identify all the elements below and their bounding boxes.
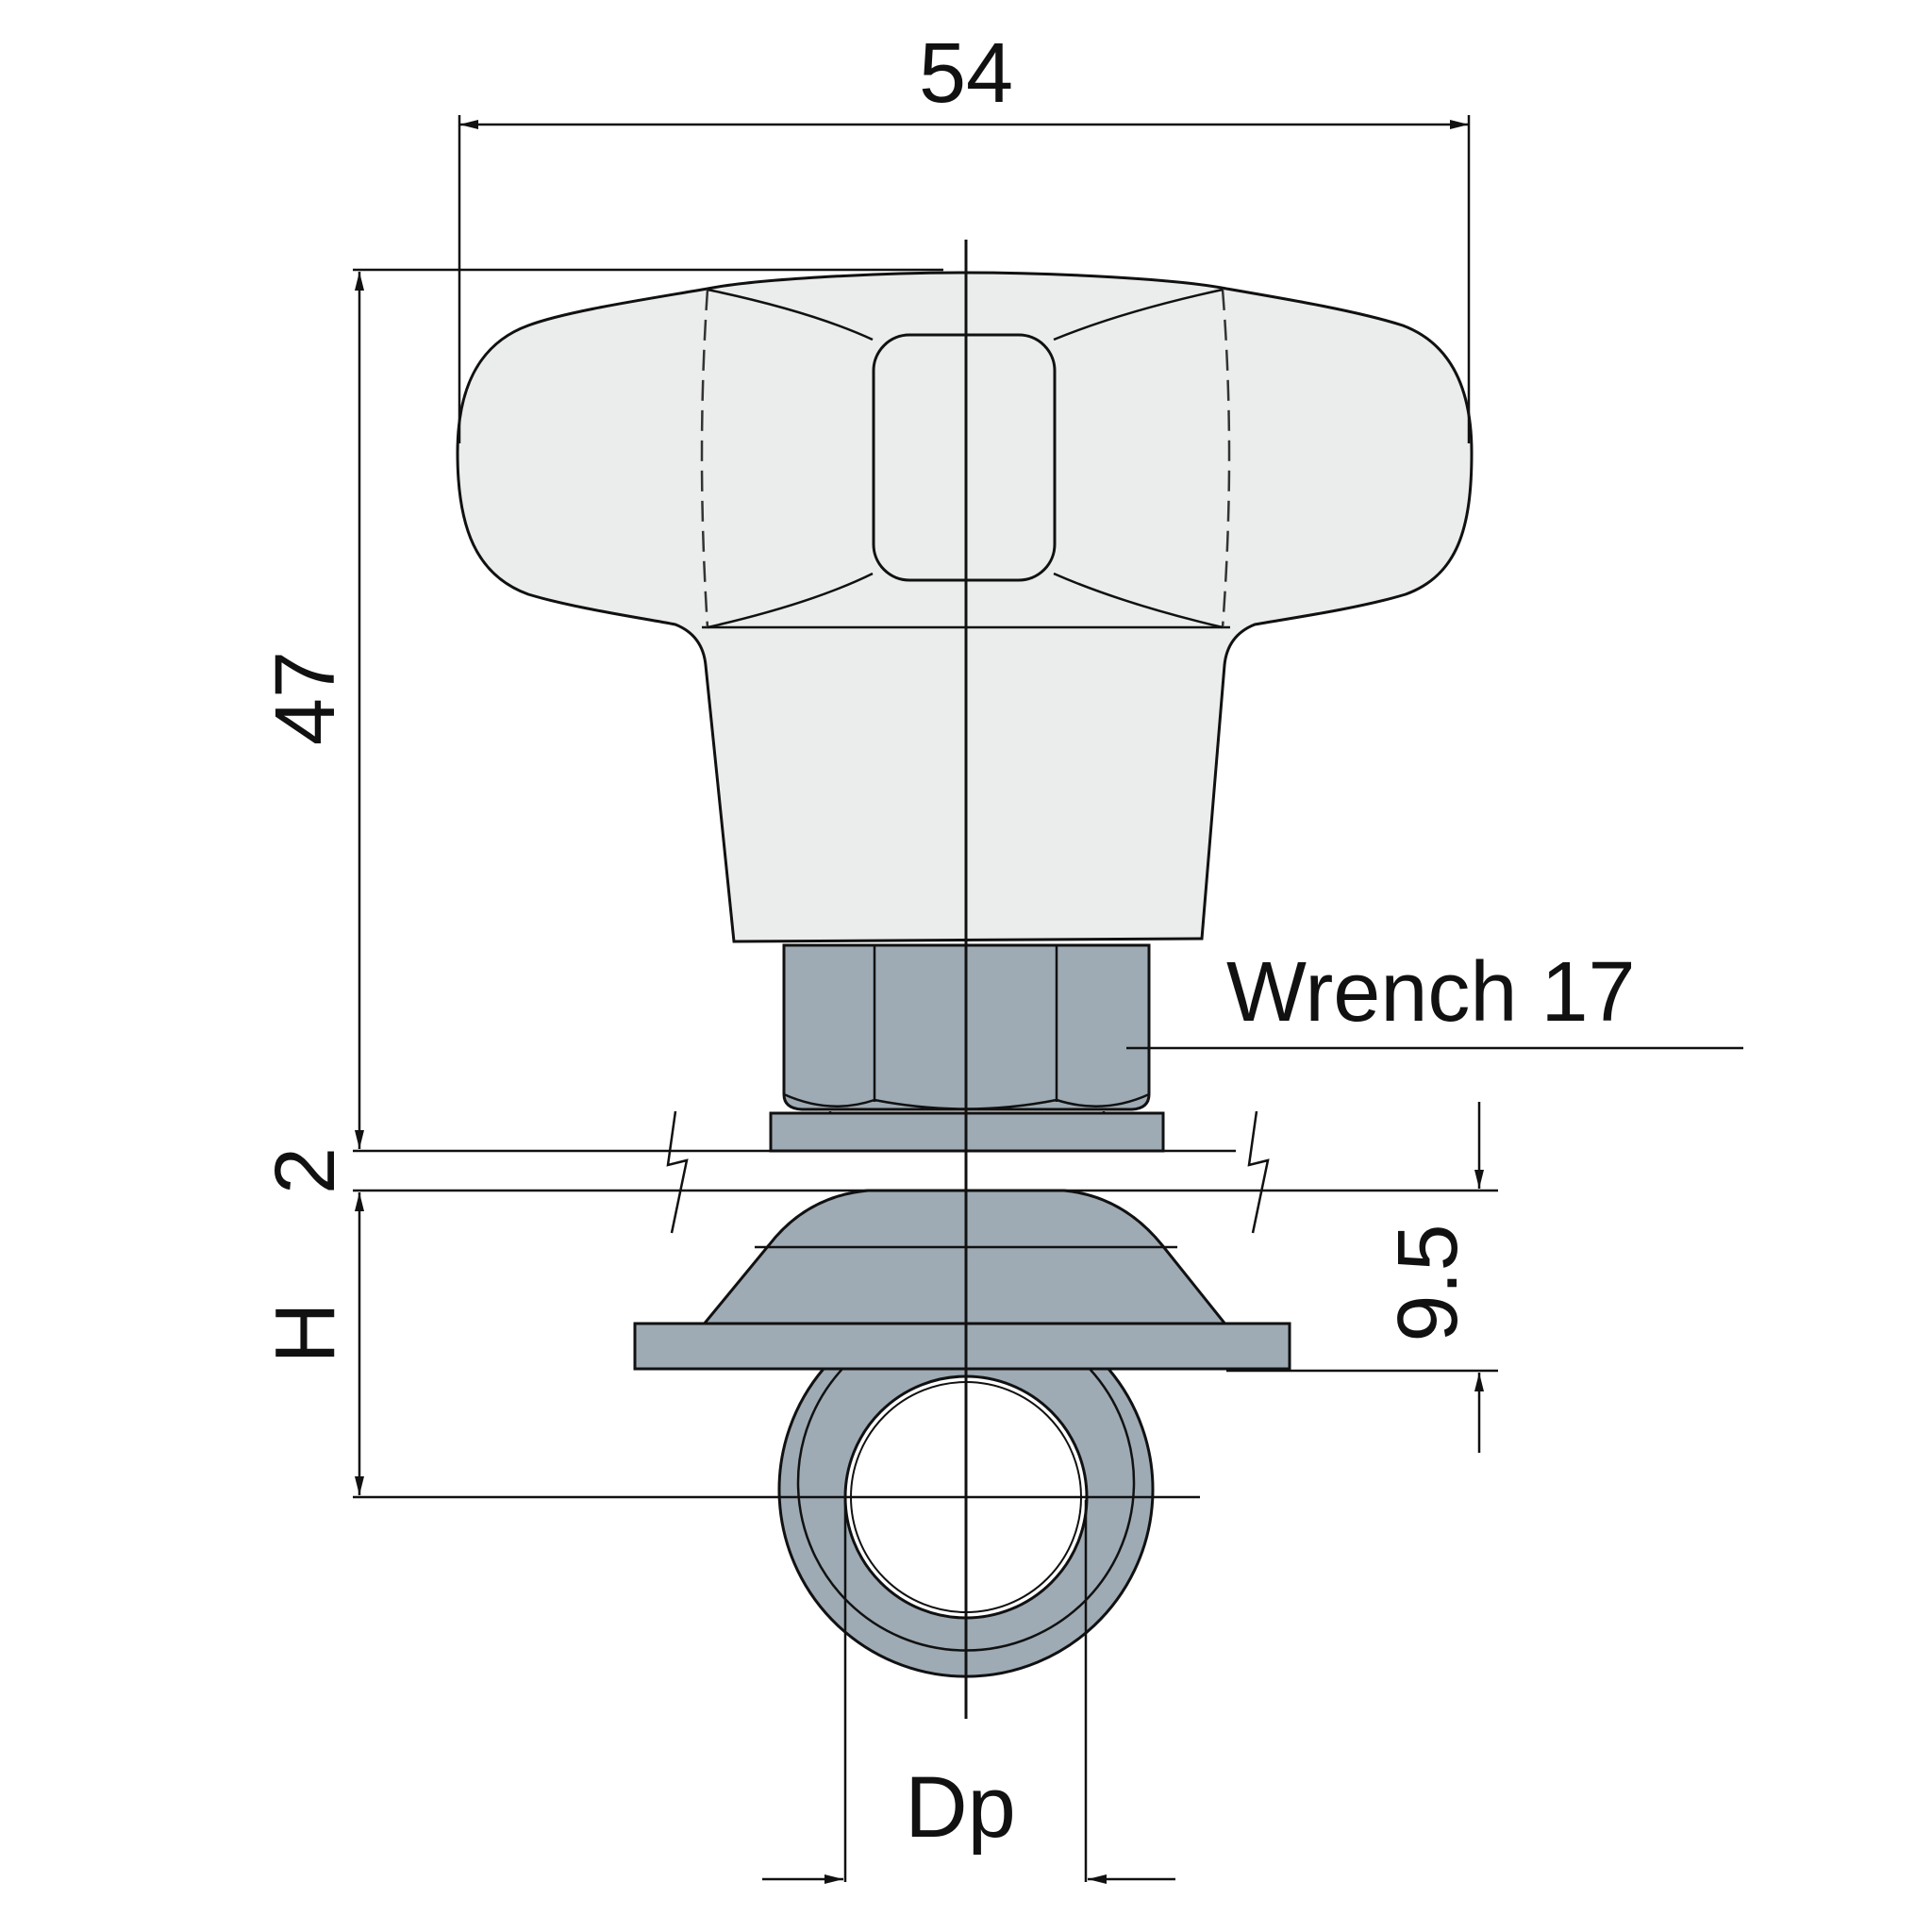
dim-label-47: 47: [258, 651, 353, 745]
dim-label-9-5: 9.5: [1381, 1224, 1475, 1341]
dim-label-54: 54: [919, 26, 1013, 121]
dim-label-H: H: [258, 1303, 353, 1364]
extension-lines: [353, 115, 1498, 1882]
wrench-label: Wrench 17: [1226, 945, 1636, 1040]
break-markers: [666, 1110, 1270, 1234]
dimension-lines: [355, 120, 1743, 1884]
knob-center-recess: [872, 333, 1057, 582]
base-plate: [633, 1322, 1291, 1371]
swivel-pad: [633, 1189, 1291, 1371]
dim-label-Dp: Dp: [905, 1759, 1016, 1856]
dim-label-2: 2: [258, 1147, 353, 1194]
